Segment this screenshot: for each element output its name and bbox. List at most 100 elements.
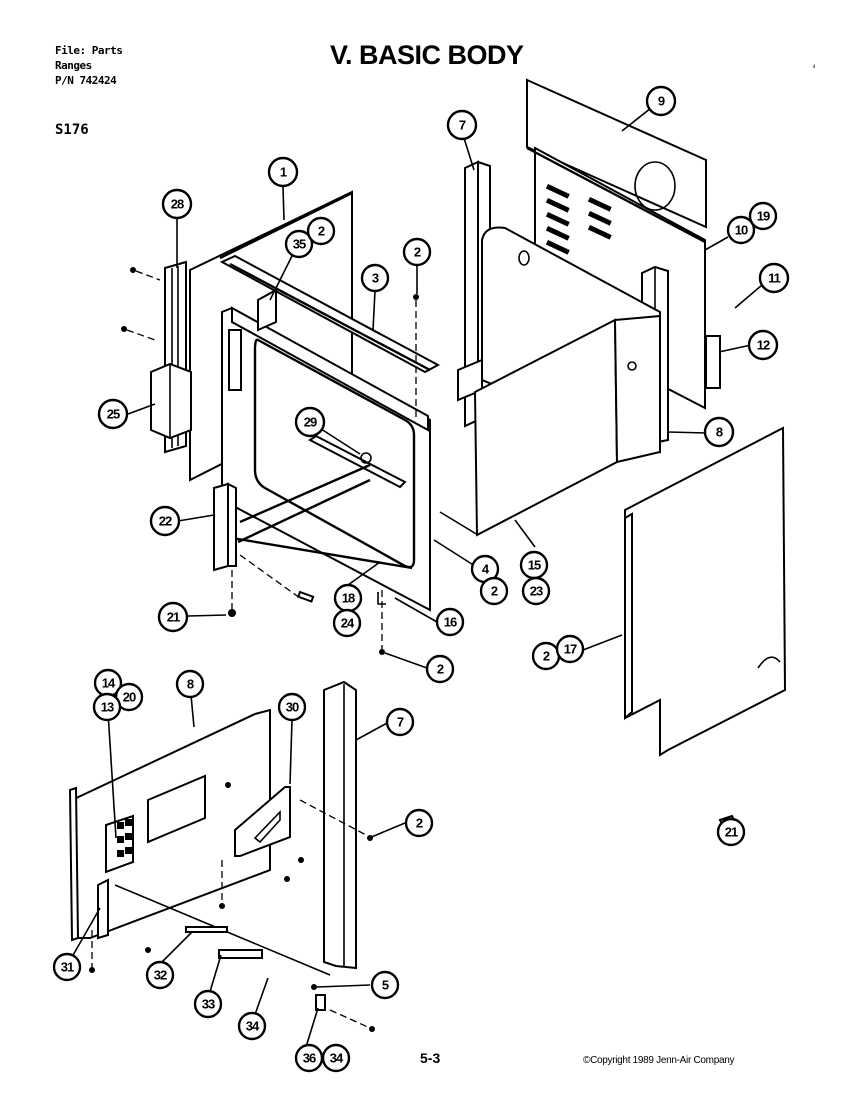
file-line: File: Parts [55, 44, 123, 57]
page-number: 5-3 [420, 1050, 441, 1066]
left-leg-bracket [213, 482, 237, 572]
lower-hinge-parts [97, 878, 331, 1011]
svg-text:2: 2 [543, 649, 550, 664]
callout-28: 28 [161, 188, 193, 220]
svg-text:17: 17 [564, 642, 577, 657]
right-side-panel [624, 426, 787, 757]
document-header: File: Parts Ranges P/N 742424 [55, 43, 123, 88]
callout-29: 29 [294, 406, 326, 438]
callout-34: 34 [321, 1043, 351, 1073]
element-bracket [234, 786, 291, 857]
callout-23: 23 [521, 576, 551, 606]
svg-text:2: 2 [491, 584, 498, 599]
corner-post-lower [323, 680, 357, 970]
leader-lines [71, 107, 763, 1048]
svg-text:3: 3 [372, 271, 379, 286]
callout-7: 7 [385, 707, 415, 737]
corner-mark: ⁴ [812, 62, 816, 72]
callout-2: 2 [306, 216, 336, 246]
page-title: V. BASIC BODY [330, 40, 524, 70]
callout-22: 22 [149, 505, 181, 537]
model-number: S176 [55, 122, 89, 138]
screws-upper [121, 267, 419, 655]
callout-11: 11 [758, 262, 790, 294]
callout-2: 2 [425, 654, 455, 684]
svg-text:1: 1 [280, 165, 287, 180]
callout-3: 3 [360, 263, 390, 293]
callout-33: 33 [193, 989, 223, 1019]
svg-text:11: 11 [768, 271, 781, 286]
svg-text:29: 29 [304, 415, 317, 430]
svg-text:2: 2 [437, 662, 444, 677]
callout-5: 5 [370, 970, 400, 1000]
callout-2: 2 [479, 576, 509, 606]
svg-text:32: 32 [154, 968, 167, 983]
callout-2: 2 [402, 237, 432, 267]
svg-text:15: 15 [528, 558, 541, 573]
svg-text:21: 21 [725, 825, 738, 840]
callout-21: 21 [157, 601, 189, 633]
svg-text:19: 19 [757, 209, 770, 224]
callout-1: 1 [267, 156, 299, 188]
callout-2: 2 [531, 641, 561, 671]
callout-15: 15 [519, 550, 549, 580]
callout-24: 24 [332, 608, 362, 638]
callout-8: 8 [703, 416, 735, 448]
callout-2: 2 [404, 808, 434, 838]
callout-35: 35 [284, 229, 314, 259]
svg-text:13: 13 [101, 700, 114, 715]
svg-text:23: 23 [530, 584, 543, 599]
svg-text:5: 5 [382, 978, 389, 993]
svg-text:7: 7 [459, 118, 466, 133]
svg-text:21: 21 [167, 610, 180, 625]
callout-9: 9 [645, 85, 677, 117]
svg-text:31: 31 [61, 960, 74, 975]
svg-text:24: 24 [341, 616, 355, 631]
svg-text:30: 30 [286, 700, 299, 715]
svg-text:36: 36 [303, 1051, 316, 1066]
svg-text:22: 22 [159, 514, 172, 529]
svg-text:8: 8 [187, 677, 194, 692]
junction-box [150, 362, 192, 440]
callout-25: 25 [97, 398, 129, 430]
svg-text:9: 9 [658, 94, 665, 109]
callout-34: 34 [237, 1011, 267, 1041]
callout-8: 8 [175, 669, 205, 699]
oven-side-panel [439, 314, 661, 537]
bottom-rails [231, 463, 413, 570]
callout-17: 17 [555, 634, 585, 664]
svg-text:2: 2 [318, 224, 325, 239]
svg-text:4: 4 [482, 562, 490, 577]
part-number-line: P/N 742424 [55, 74, 117, 87]
callout-7: 7 [446, 109, 478, 141]
svg-text:18: 18 [342, 591, 355, 606]
callout-18: 18 [333, 583, 363, 613]
svg-text:10: 10 [735, 223, 748, 238]
svg-text:25: 25 [107, 407, 120, 422]
callout-12: 12 [747, 329, 779, 361]
svg-text:16: 16 [444, 615, 457, 630]
callout-32: 32 [145, 960, 175, 990]
callout-36: 36 [294, 1043, 324, 1073]
rear-top-panel [526, 78, 707, 229]
svg-text:20: 20 [123, 690, 136, 705]
callout-10: 10 [726, 215, 756, 245]
svg-text:34: 34 [330, 1051, 344, 1066]
svg-text:2: 2 [416, 816, 423, 831]
svg-text:14: 14 [102, 676, 116, 691]
callout-31: 31 [52, 952, 82, 982]
callout-21: 21 [716, 817, 746, 847]
category-line: Ranges [55, 59, 92, 72]
svg-text:28: 28 [171, 197, 184, 212]
callout-16: 16 [435, 607, 465, 637]
svg-text:34: 34 [246, 1019, 260, 1034]
callout-13: 13 [92, 692, 122, 722]
control-panel-bracket [68, 708, 271, 942]
svg-text:12: 12 [757, 338, 770, 353]
screws-lower [89, 782, 375, 1032]
front-frame [221, 288, 431, 612]
callout-19: 19 [748, 201, 778, 231]
svg-text:8: 8 [716, 425, 723, 440]
copyright-notice: ©Copyright 1989 Jenn-Air Company [583, 1055, 735, 1066]
